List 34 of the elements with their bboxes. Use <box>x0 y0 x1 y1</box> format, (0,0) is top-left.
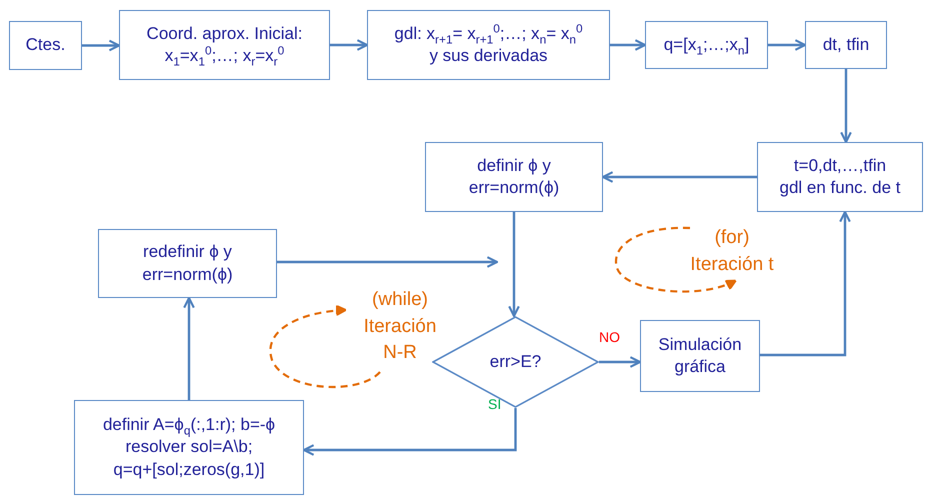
arrow <box>610 39 646 51</box>
node-text: Simulación gráfica <box>658 334 742 378</box>
process-box <box>425 142 603 212</box>
arrow <box>602 171 757 183</box>
node-text: redefinir ϕ y err=norm(ϕ) <box>142 241 233 286</box>
loop-label: (for) Iteración t <box>689 226 775 277</box>
arrow <box>183 296 195 400</box>
loop-label: (while) Iteración N-R <box>362 288 438 366</box>
process-box <box>98 229 277 298</box>
node-text: Ctes. <box>26 34 66 56</box>
arrow <box>508 212 520 318</box>
node-text: err>E? <box>490 350 542 373</box>
node-text: definir A=ϕ$_{q}$(:,1:r); b=-ϕ resolver sol=A\b; q=q+[sol;zeros(g,1)] <box>102 414 276 481</box>
edge-label: NO <box>598 330 621 346</box>
process-box <box>757 142 923 212</box>
arrow <box>760 210 851 356</box>
process-box <box>74 400 304 495</box>
arrow <box>599 356 642 368</box>
process-box <box>805 21 887 69</box>
process-box <box>9 21 82 70</box>
arrow <box>768 39 806 51</box>
node-text: t=0,dt,…,tfin gdl en func. de t <box>780 154 900 199</box>
arrow <box>330 39 368 51</box>
arrow <box>302 408 517 456</box>
node-text: definir ϕ y err=norm(ϕ) <box>468 154 560 199</box>
process-box <box>645 21 768 69</box>
process-box <box>367 10 610 80</box>
arrow <box>82 40 120 52</box>
node-text: q=[x$_{1}$;…;x$_{n}$] <box>664 34 750 56</box>
node-text: dt, tfin <box>822 34 870 56</box>
process-box <box>640 320 760 392</box>
process-box <box>119 10 330 80</box>
arrow <box>277 256 498 268</box>
arrow <box>840 69 852 144</box>
